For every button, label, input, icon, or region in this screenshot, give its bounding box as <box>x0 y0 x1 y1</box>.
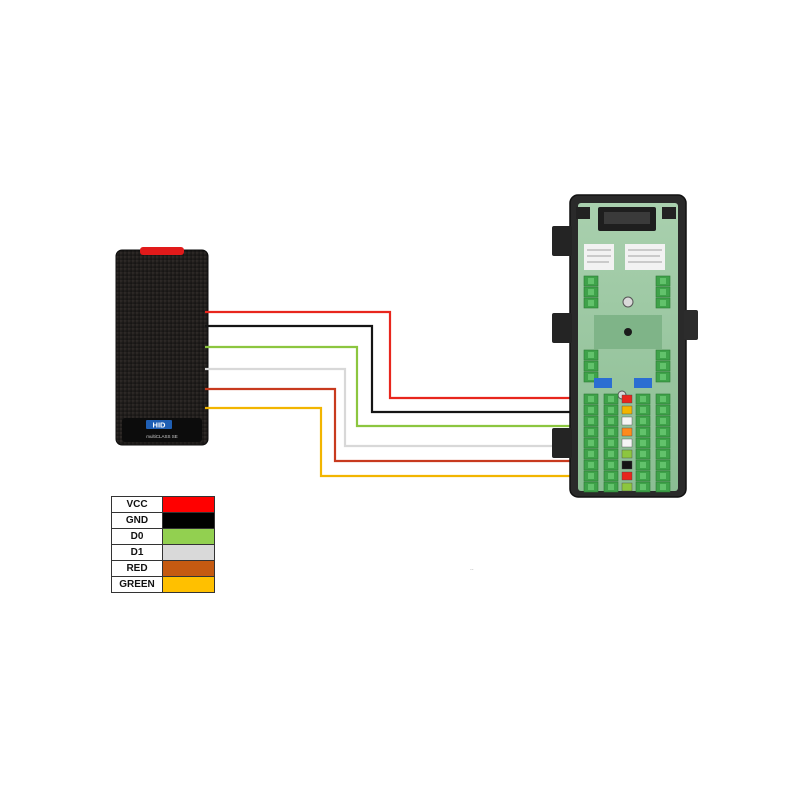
wire-tag <box>621 449 633 459</box>
legend-label: GREEN <box>111 576 163 593</box>
reader-model: multiCLASS SE <box>146 434 178 439</box>
wire-tag <box>621 394 633 404</box>
legend-swatch <box>162 528 215 545</box>
wire-group <box>205 310 576 478</box>
component-middle <box>624 328 632 336</box>
legend-label: VCC <box>111 496 163 513</box>
terminal-block-middle <box>583 349 671 383</box>
screw-head-upper <box>622 296 634 308</box>
label-sticker-right <box>625 244 665 270</box>
mount-tab-left-bottom <box>552 428 572 458</box>
wire-tag <box>621 438 633 448</box>
terminal-block-upper <box>583 275 671 309</box>
legend-row: RED <box>111 560 215 577</box>
wire-tag <box>621 416 633 426</box>
wire-tag <box>621 405 633 415</box>
legend-swatch <box>162 560 215 577</box>
legend-swatch <box>162 576 215 593</box>
terminal-block-lower <box>583 393 671 493</box>
card-reader: HID multiCLASS SE <box>115 247 209 446</box>
mount-tab-right <box>684 310 698 340</box>
legend-swatch <box>162 544 215 561</box>
wire-red <box>205 387 576 463</box>
wire-d1 <box>205 367 576 448</box>
reader-led-indicator <box>140 247 184 255</box>
legend-label: RED <box>111 560 163 577</box>
legend-label: D0 <box>111 528 163 545</box>
legend-row: GREEN <box>111 576 215 593</box>
dip-switch-right <box>634 378 652 388</box>
dip-switch-left <box>594 378 612 388</box>
stray-mark: .. <box>470 565 474 572</box>
controller-board <box>552 194 698 498</box>
legend-swatch <box>162 496 215 513</box>
label-sticker-left <box>584 244 614 270</box>
legend-row: D1 <box>111 544 215 561</box>
hid-logo: HID <box>146 420 172 430</box>
wire-tag <box>621 460 633 470</box>
wire-tags <box>621 394 633 492</box>
wire-d0 <box>205 345 576 428</box>
reader-brand: HID <box>153 421 167 430</box>
wire-tag <box>621 482 633 492</box>
legend-row: VCC <box>111 496 215 513</box>
mount-tab-left-top <box>552 226 572 256</box>
legend-label: GND <box>111 512 163 529</box>
legend-swatch <box>162 512 215 529</box>
legend-row: D0 <box>111 528 215 545</box>
wire-green <box>205 406 576 478</box>
wire-gnd <box>205 324 576 414</box>
wire-vcc <box>205 310 576 400</box>
legend-row: GND <box>111 512 215 529</box>
wire-tag <box>621 471 633 481</box>
legend-label: D1 <box>111 544 163 561</box>
mount-tab-left-mid <box>552 313 572 343</box>
wire-tag <box>621 427 633 437</box>
